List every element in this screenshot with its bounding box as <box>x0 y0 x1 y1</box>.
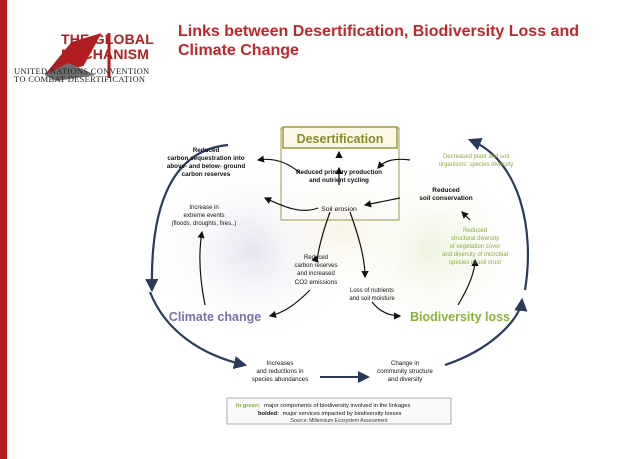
outer-arrow-seq-to-climate <box>145 143 229 293</box>
label-struct-1: Reduced <box>463 228 487 234</box>
legend-green-text: major components of biodiversity involve… <box>264 403 410 409</box>
legend-green-line: In green: major components of biodiversi… <box>236 403 410 409</box>
label-seq-3: above- and below- ground <box>167 163 246 170</box>
label-carbon-4: CO2 emissions <box>295 279 338 286</box>
logo-text-line1: THE GLOBAL <box>61 31 154 47</box>
label-extreme-3: (floods, droughts, fires..) <box>172 221 237 227</box>
slide-left-accent-bar <box>0 0 7 459</box>
label-comm-3: and diversity <box>388 376 424 383</box>
label-nutrients-2: and soil moisture <box>349 296 395 302</box>
label-nutrients-1: Loss of nutrients <box>350 288 394 294</box>
label-struct-3: of vegetation cover <box>450 244 501 250</box>
label-abund-2: and reductions in <box>256 368 304 375</box>
label-abund-1: Increases <box>267 360 294 367</box>
label-comm-2: community structure <box>377 368 433 375</box>
arrow-struct-to-soilcons <box>461 211 471 221</box>
arrow-nutrients-to-biodiversity <box>371 301 402 320</box>
outer-arrow-biodiversity-to-decreased <box>467 137 529 291</box>
label-soil-erosion: Soil erosion <box>321 206 357 213</box>
label-carbon-2: carbon reserves <box>294 263 337 269</box>
label-soilcons-2: soil conservation <box>419 195 472 202</box>
hub-biodiversity-loss: Biodiversity loss <box>410 310 510 324</box>
label-struct-5: species in soil crust <box>449 260 501 266</box>
logo-text-line2: MECHANISM <box>61 46 150 62</box>
label-extreme-2: extreme events <box>183 213 224 219</box>
desertification-label-box <box>282 126 398 149</box>
hub-desertification: Desertification <box>297 132 384 146</box>
hub-climate-change: Climate change <box>169 310 261 324</box>
arrow-erosion-to-extreme <box>263 197 319 211</box>
label-primary-1: Reduced primary production <box>296 169 382 176</box>
arrow-erosion-to-nutrients <box>349 211 369 279</box>
label-decreased-2: organisms' species diversity <box>439 162 514 168</box>
logo-flag-red-icon <box>44 33 102 75</box>
arrow-erosion-to-carbon <box>311 211 331 263</box>
label-decreased-1: Decreased plant and soil <box>443 154 509 160</box>
center-glow <box>250 160 430 300</box>
logo-divider <box>107 33 111 78</box>
legend-source: Source: Millennium Ecosystem Assessment <box>291 418 388 424</box>
arrow-climate-to-extreme <box>197 230 206 306</box>
outer-arrow-climate-to-abundance <box>148 291 248 370</box>
arrow-carbon-to-climate <box>268 289 311 318</box>
label-extreme-1: Increase in <box>189 205 218 211</box>
legend-green-key: In green: <box>236 403 261 409</box>
label-struct-2: structural diversity <box>451 236 499 242</box>
legend-bold-line: bolded: major services impacted by biodi… <box>258 411 402 417</box>
logo-flag-grey-icon <box>44 63 96 81</box>
label-seq-4: carbon reserves <box>182 171 231 178</box>
arrow-primary-to-seq <box>256 155 301 174</box>
label-abund-3: species abundances <box>252 376 308 383</box>
arrow-biodiversity-to-struct <box>457 258 479 306</box>
arrow-soilcons-to-erosion <box>363 197 401 208</box>
label-soilcons-1: Reduced <box>432 187 459 194</box>
arrow-decreased-to-primary <box>377 158 411 169</box>
label-primary-2: and nutrient cycling <box>309 177 369 184</box>
label-carbon-1: Reduced <box>304 255 328 261</box>
legend-box <box>226 397 452 425</box>
global-mechanism-logo <box>44 33 111 81</box>
legend-bold-text: major services impacted by biodiversity … <box>283 411 402 417</box>
label-carbon-3: and increased <box>297 271 335 277</box>
slide-title: Links between Desertification, Biodivers… <box>178 23 579 59</box>
logo-org-line1: UNITED NATIONS CONVENTION <box>14 66 150 76</box>
label-seq-1: Reduced <box>193 147 220 154</box>
logo-org-line2: TO COMBAT DESERTIFICATION <box>14 74 146 84</box>
legend-bold-key: bolded: <box>258 411 279 417</box>
label-struct-4: and diversity of microbial <box>442 252 508 258</box>
label-seq-2: carbon sequestration into <box>167 155 244 162</box>
label-comm-1: Change in <box>391 360 420 367</box>
outer-arrow-community-to-biodiversity <box>444 297 528 367</box>
